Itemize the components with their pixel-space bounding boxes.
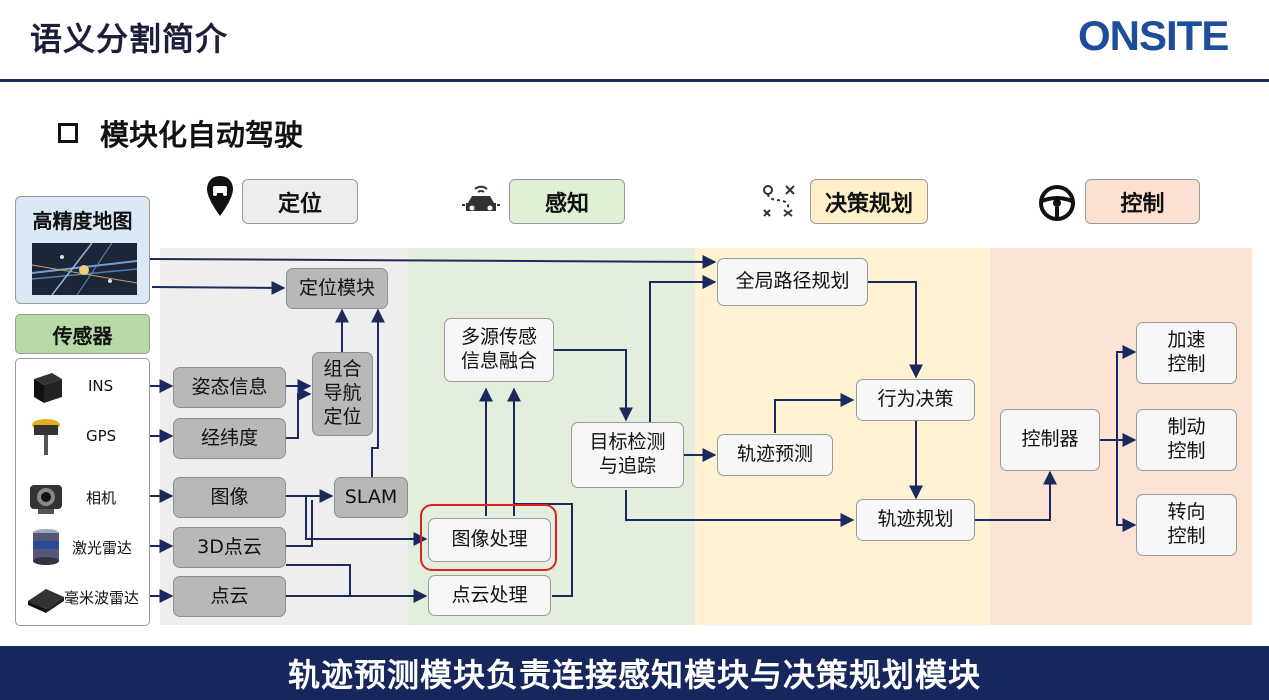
behavior-decision-box: 行为决策 — [856, 379, 975, 421]
sensor-label-gps: GPS — [86, 427, 117, 445]
sensor-label-lidar: 激光雷达 — [72, 539, 133, 557]
brake-control-box: 制动 控制 — [1136, 409, 1237, 471]
sensor-ins: INS — [16, 365, 151, 409]
detection-tracking-box: 目标检测 与追踪 — [571, 422, 684, 488]
acceleration-control-box: 加速 控制 — [1136, 322, 1237, 384]
title-divider — [0, 79, 1269, 82]
logo-text: ONSITE — [1078, 12, 1229, 59]
trajectory-prediction-box: 轨迹预测 — [717, 434, 833, 476]
location-pin-icon — [207, 176, 233, 216]
slide-title: 语义分割简介 — [30, 20, 229, 58]
hd-map-panel: 高精度地图 — [15, 196, 150, 304]
gps-receiver-icon — [32, 419, 60, 455]
section-heading-text: 模块化自动驾驶 — [100, 118, 304, 152]
localization-module-box: 定位模块 — [286, 268, 388, 309]
hd-map-illustration — [32, 243, 137, 295]
sensors-panel: INS GPS 相机 激光雷达 毫米波雷达 — [15, 358, 150, 626]
lat-lon-box: 经纬度 — [173, 418, 286, 459]
pointcloud-box: 点云 — [173, 576, 286, 617]
section-heading: 模块化自动驾驶 — [58, 112, 303, 154]
sensor-label-mmwave-radar: 毫米波雷达 — [64, 589, 140, 607]
camera-icon — [30, 485, 62, 514]
category-perception: 感知 — [509, 179, 625, 224]
pointcloud-3d-box: 3D点云 — [173, 527, 286, 568]
category-decision: 决策规划 — [810, 179, 928, 224]
image-box: 图像 — [173, 477, 286, 518]
hd-map-image — [32, 243, 137, 295]
steering-control-box: 转向 控制 — [1136, 494, 1237, 556]
image-processing-box: 图像处理 — [428, 518, 551, 562]
connected-car-icon — [462, 185, 500, 211]
sensor-label-ins: INS — [88, 377, 114, 395]
sensor-camera: 相机 — [16, 475, 151, 519]
sensors-header: 传感器 — [15, 314, 150, 354]
route-plan-icon — [763, 185, 795, 217]
multi-source-fusion-box: 多源传感 信息融合 — [444, 318, 554, 382]
global-route-planning-box: 全局路径规划 — [717, 258, 868, 306]
controller-box: 控制器 — [1000, 409, 1100, 471]
slam-box: SLAM — [334, 477, 408, 518]
ins-device-icon — [34, 373, 62, 403]
attitude-info-box: 姿态信息 — [173, 367, 286, 408]
category-localization: 定位 — [242, 179, 358, 224]
square-bullet-icon — [58, 123, 78, 143]
integrated-nav-box: 组合 导航 定位 — [312, 352, 373, 436]
highlight-frame — [420, 504, 557, 571]
radar-icon — [28, 589, 64, 613]
sensor-lidar: 激光雷达 — [16, 525, 151, 569]
trajectory-planning-box: 轨迹规划 — [856, 499, 975, 541]
sensor-label-camera: 相机 — [86, 489, 117, 507]
onsite-logo: ONSITE — [1078, 12, 1229, 60]
footer-banner: 轨迹预测模块负责连接感知模块与决策规划模块 — [0, 646, 1269, 700]
sensor-gps: GPS — [16, 415, 151, 459]
hd-map-title: 高精度地图 — [32, 209, 133, 233]
steering-wheel-icon — [1039, 185, 1075, 221]
category-control: 控制 — [1085, 179, 1200, 224]
pointcloud-processing-box: 点云处理 — [428, 575, 551, 616]
lidar-icon — [33, 529, 59, 565]
sensor-mmwave-radar: 毫米波雷达 — [16, 575, 151, 619]
